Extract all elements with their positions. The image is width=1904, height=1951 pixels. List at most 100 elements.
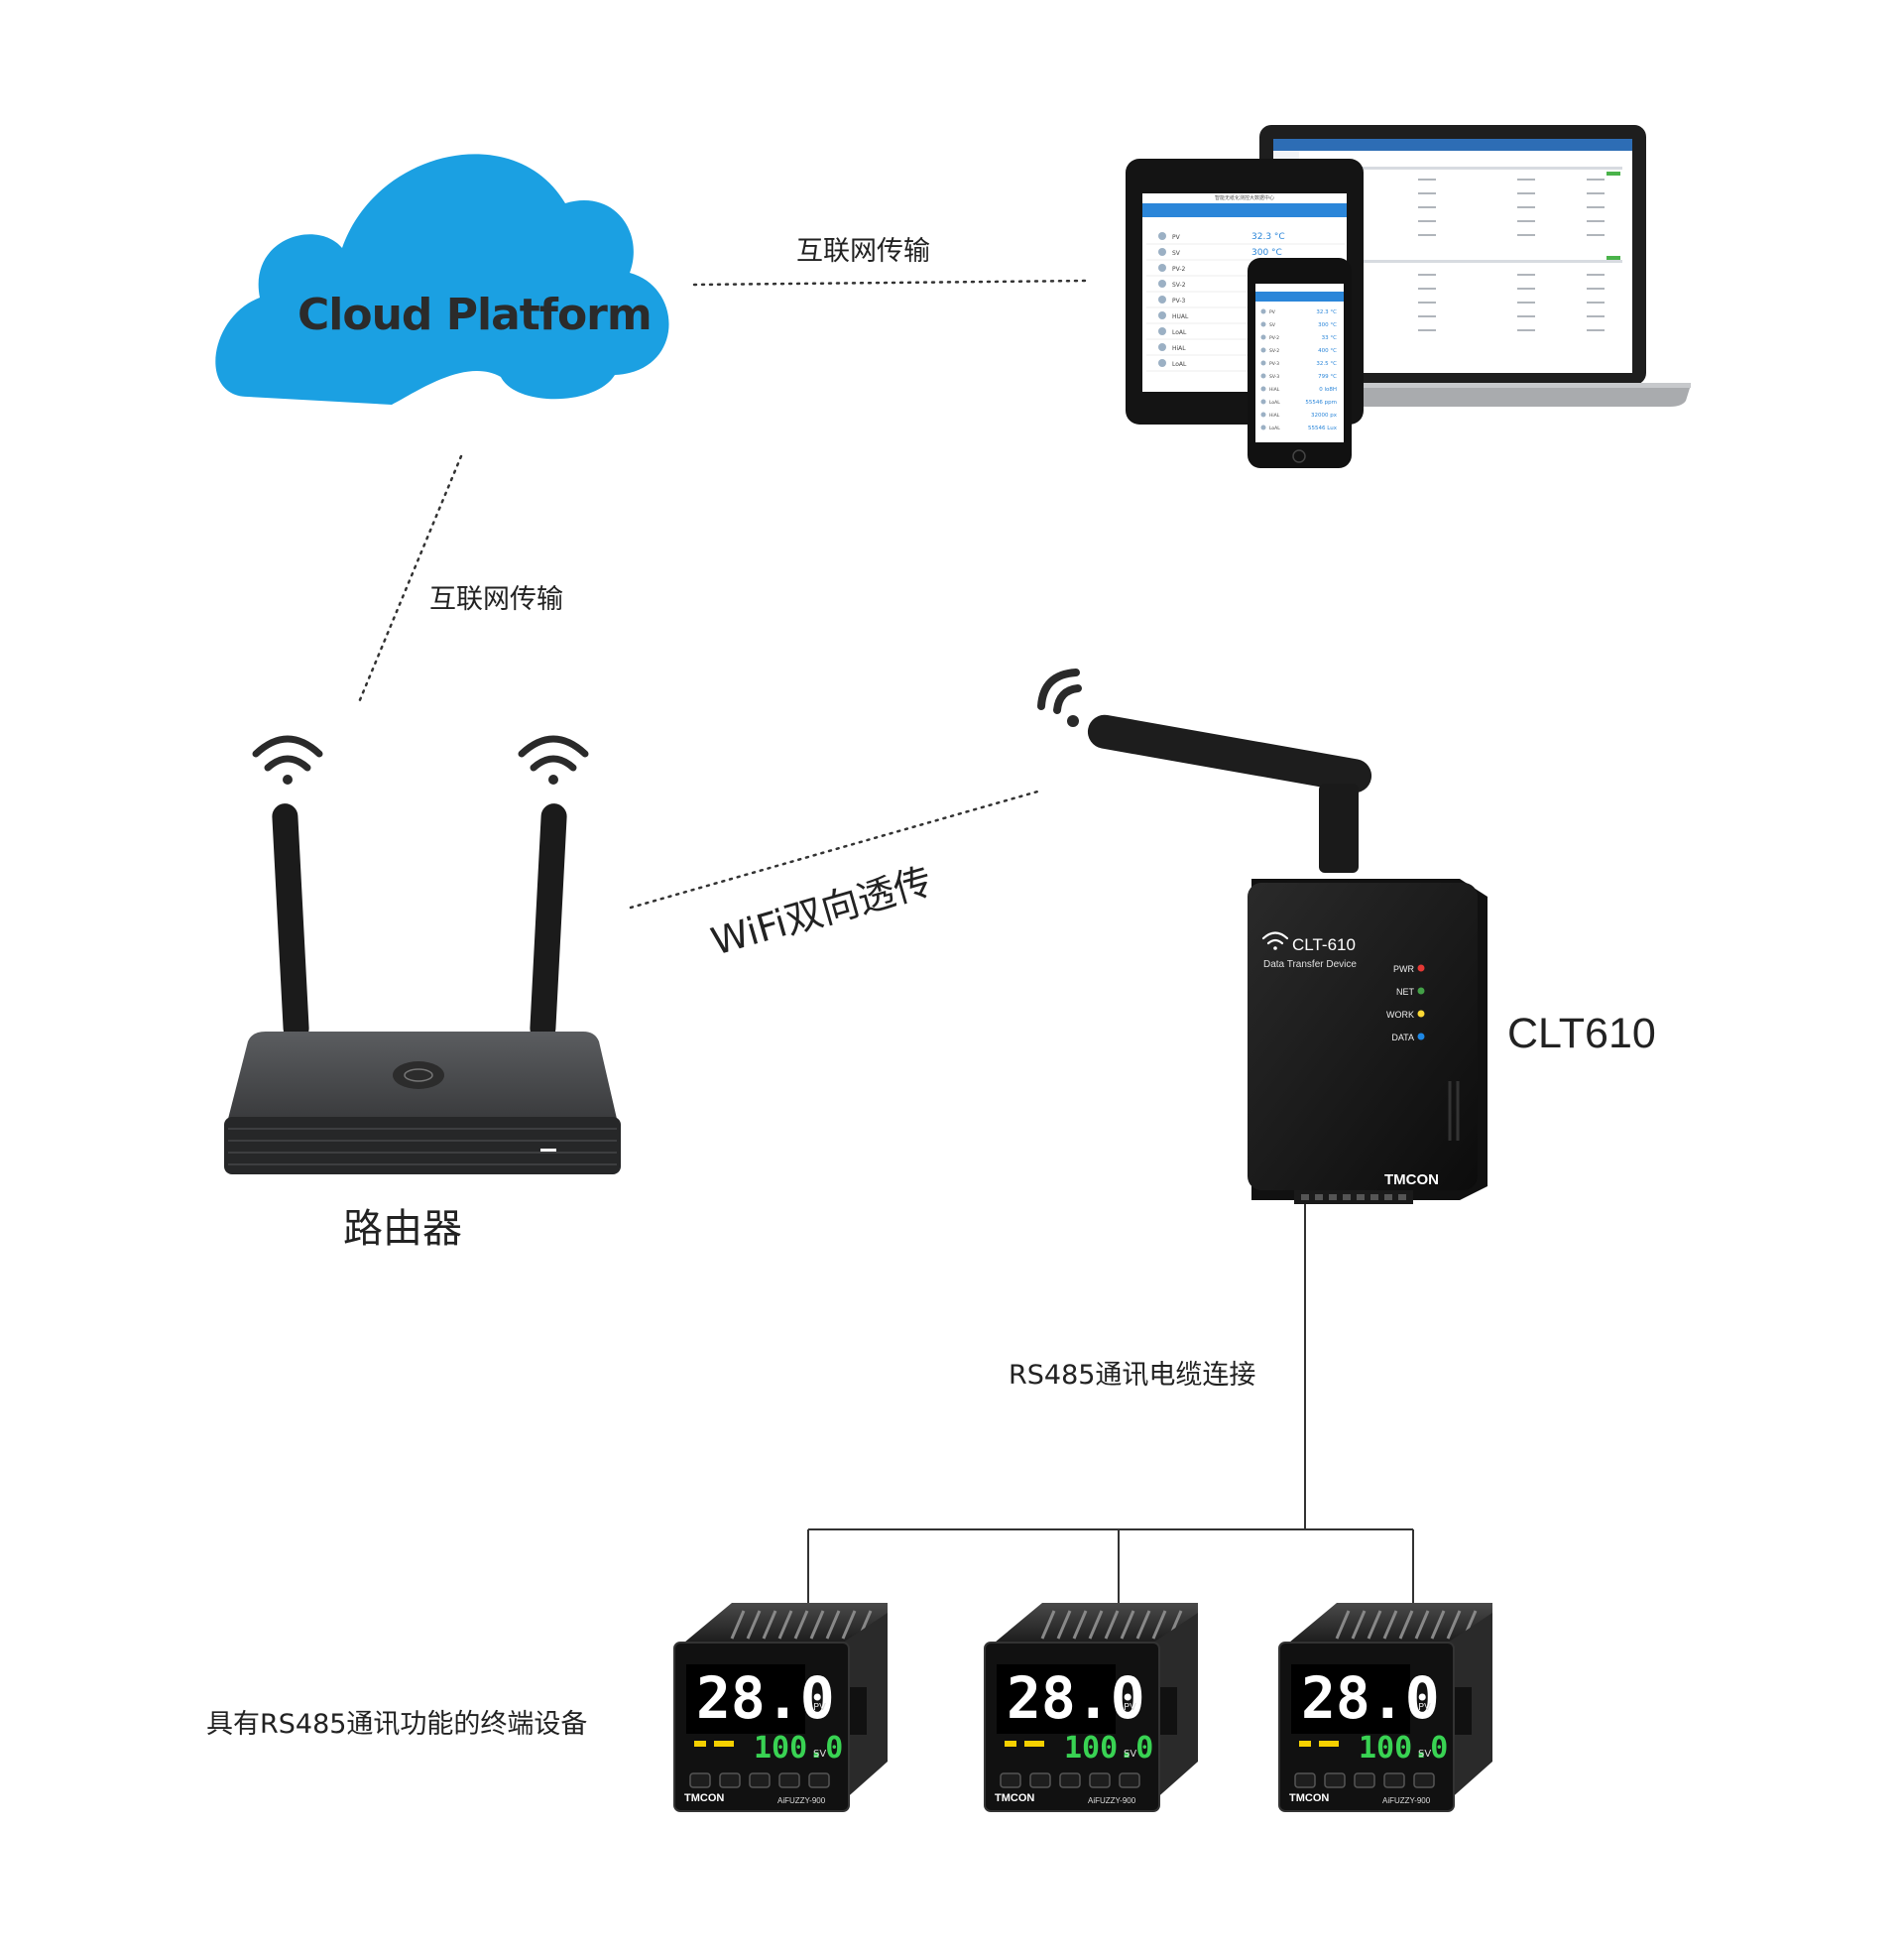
pv-display: 28.0 — [1007, 1664, 1145, 1732]
controller-model: AiFUZZY-900 — [1088, 1796, 1136, 1805]
cloud-shape — [215, 154, 669, 405]
alarm-indicator — [1319, 1741, 1339, 1747]
phone-row-value: 55546 Lux — [1308, 426, 1338, 431]
phone-row-name: PV — [1269, 309, 1276, 315]
row-icon — [1158, 264, 1166, 272]
controller-brand: TMCON — [995, 1792, 1034, 1804]
row-icon — [1260, 412, 1266, 418]
out-indicator — [1299, 1741, 1311, 1747]
controller-model: AiFUZZY-900 — [1382, 1796, 1431, 1805]
controller-model: AiFUZZY-900 — [777, 1796, 826, 1805]
controller-button[interactable] — [778, 1772, 800, 1788]
gateway-label: CLT610 — [1507, 1010, 1656, 1057]
gateway-antenna — [1087, 714, 1372, 793]
row-icon — [1260, 425, 1266, 430]
controller-button[interactable] — [1089, 1772, 1111, 1788]
phone-row-value: 300 °C — [1318, 322, 1337, 328]
tablet-row-name: SV-2 — [1172, 282, 1186, 289]
controller-button[interactable] — [1059, 1772, 1081, 1788]
wifi-signal-icon — [518, 735, 589, 785]
rs485-cable-label: RS485通讯电缆连接 — [1009, 1360, 1255, 1391]
tablet-row-name: LoAL — [1172, 329, 1187, 336]
phone-row-value: 400 °C — [1318, 348, 1337, 354]
controller-button[interactable] — [1354, 1772, 1375, 1788]
row-icon — [1158, 232, 1166, 240]
phone-row-name: SV-2 — [1269, 348, 1279, 354]
internet-label-left: 互联网传输 — [429, 584, 563, 615]
cloud-to-router-link — [357, 454, 463, 704]
tablet-row-value: 32.3 °C — [1251, 232, 1285, 242]
sv-display: 100.0 — [1064, 1731, 1153, 1766]
controller-button[interactable] — [1000, 1772, 1021, 1788]
tablet-row-name: HiAL — [1172, 345, 1186, 352]
phone-row-name: SV — [1269, 322, 1276, 328]
gateway-brand: TMCON — [1384, 1171, 1439, 1188]
phone-row-value: 799 °C — [1318, 374, 1337, 380]
sv-label: SV — [813, 1749, 826, 1760]
controller-button[interactable] — [1383, 1772, 1405, 1788]
phone-row-name: PV-2 — [1269, 335, 1279, 341]
gateway-model: CLT-610 — [1292, 935, 1356, 954]
controller-brand: TMCON — [1289, 1792, 1329, 1804]
row-icon — [1158, 343, 1166, 351]
cloud-platform — [215, 154, 669, 405]
temperature-controller: 28.0PV 100.0SV TMCON AiFUZZY-900 — [1278, 1603, 1492, 1812]
row-icon — [1260, 399, 1266, 405]
controller-button[interactable] — [689, 1772, 711, 1788]
row-icon — [1260, 373, 1266, 379]
phone-row-value: 32000 px — [1311, 413, 1338, 419]
controller-button[interactable] — [749, 1772, 771, 1788]
temperature-controller: 28.0PV 100.0SV TMCON AiFUZZY-900 — [984, 1603, 1198, 1812]
sv-label: SV — [1418, 1749, 1431, 1760]
controller-button[interactable] — [1029, 1772, 1051, 1788]
row-icon — [1158, 296, 1166, 304]
row-icon — [1158, 280, 1166, 288]
controller-button[interactable] — [1294, 1772, 1316, 1788]
controller-button[interactable] — [719, 1772, 741, 1788]
tablet-header: 智能无纸化测控大数据中心 — [1215, 194, 1274, 201]
row-icon — [1260, 360, 1266, 366]
row-icon — [1260, 334, 1266, 340]
row-icon — [1260, 386, 1266, 392]
phone-row-name: LoAL — [1269, 426, 1280, 431]
router-antenna-left — [272, 803, 309, 1041]
row-icon — [1260, 308, 1266, 314]
led-label: WORK — [1386, 1010, 1414, 1020]
phone-row-name: HiAL — [1269, 413, 1280, 419]
out-indicator — [1005, 1741, 1016, 1747]
tablet-row-name: PV — [1172, 234, 1181, 241]
status-led — [1417, 1010, 1425, 1018]
controller-button[interactable] — [1119, 1772, 1140, 1788]
tablet-row-name: LoAL — [1172, 361, 1187, 368]
sv-display: 100.0 — [1359, 1731, 1448, 1766]
row-icon — [1158, 359, 1166, 367]
led-label: DATA — [1391, 1033, 1414, 1042]
status-led — [1417, 964, 1425, 972]
wifi-icon — [1261, 931, 1289, 950]
sv-label: SV — [1124, 1749, 1136, 1760]
pv-display: 28.0 — [696, 1664, 835, 1732]
row-icon — [1158, 311, 1166, 319]
led-label: PWR — [1393, 964, 1414, 974]
phone-row-value: 32.5 °C — [1316, 361, 1337, 367]
row-icon — [1158, 327, 1166, 335]
led-label: NET — [1396, 987, 1415, 997]
controller-button[interactable] — [808, 1772, 830, 1788]
tablet-row-name: PV-2 — [1172, 266, 1186, 273]
pv-label: PV — [1418, 1702, 1431, 1713]
pv-display: 28.0 — [1301, 1664, 1440, 1732]
alarm-indicator — [1024, 1741, 1044, 1747]
router-antenna-right — [530, 803, 567, 1041]
phone-row-value: 0 lo8H — [1319, 387, 1337, 393]
tablet-row-name: HUAL — [1172, 313, 1189, 320]
phone-row-name: LoAL — [1269, 400, 1280, 406]
cloud-to-devices-link — [692, 279, 1091, 287]
controller-button[interactable] — [1324, 1772, 1346, 1788]
row-icon — [1260, 321, 1266, 327]
pv-label: PV — [1124, 1702, 1136, 1713]
phone-row-name: SV-3 — [1269, 374, 1279, 380]
controller-button[interactable] — [1413, 1772, 1435, 1788]
router — [224, 735, 621, 1174]
rs485-bus — [807, 1204, 1414, 1607]
